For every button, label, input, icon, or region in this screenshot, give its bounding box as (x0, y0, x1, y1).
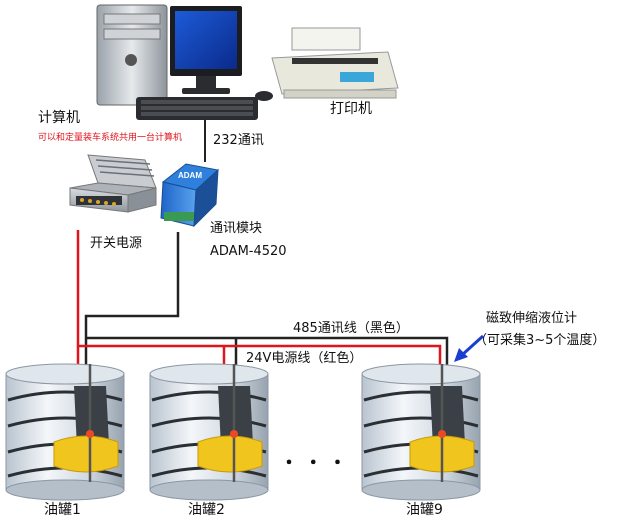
computer-note: 可以和定量装车系统共用一台计算机 (38, 133, 183, 143)
tank-9-icon (361, 363, 481, 501)
power-24v-label: 24V电源线（红色） (246, 351, 363, 366)
tank-2-label: 油罐2 (188, 502, 225, 518)
printer-icon (271, 27, 399, 99)
tank-1-label: 油罐1 (44, 502, 81, 518)
sensor-note-label: （可采集3~5个温度） (474, 333, 606, 348)
adam-logo: ADAM (178, 171, 202, 180)
rs232-label: 232通讯 (213, 133, 264, 148)
power-supply-label: 开关电源 (90, 236, 143, 251)
adam-to-bus-line (84, 232, 180, 372)
bus-485-black-line (86, 336, 449, 372)
sensor-arrow-icon (454, 334, 485, 362)
tank-9-label: 油罐9 (406, 502, 443, 518)
module-name-label: 通讯模块 (210, 221, 263, 236)
ellipsis-label: ・ ・ ・ (280, 453, 347, 474)
computer-icon (96, 4, 273, 120)
adam-module-icon: ADAM (160, 163, 220, 228)
wiring (76, 120, 449, 372)
tank-2-icon (149, 363, 269, 501)
computer-label: 计算机 (38, 110, 80, 126)
sensor-name-label: 磁致伸缩液位计 (486, 311, 578, 326)
tank-1-icon (5, 363, 125, 501)
module-model-label: ADAM-4520 (210, 244, 287, 259)
bus-485-label: 485通讯线（黑色） (293, 321, 409, 336)
printer-label: 打印机 (330, 101, 372, 117)
power-supply-icon (69, 154, 157, 213)
power-24v-red-line (78, 344, 442, 372)
